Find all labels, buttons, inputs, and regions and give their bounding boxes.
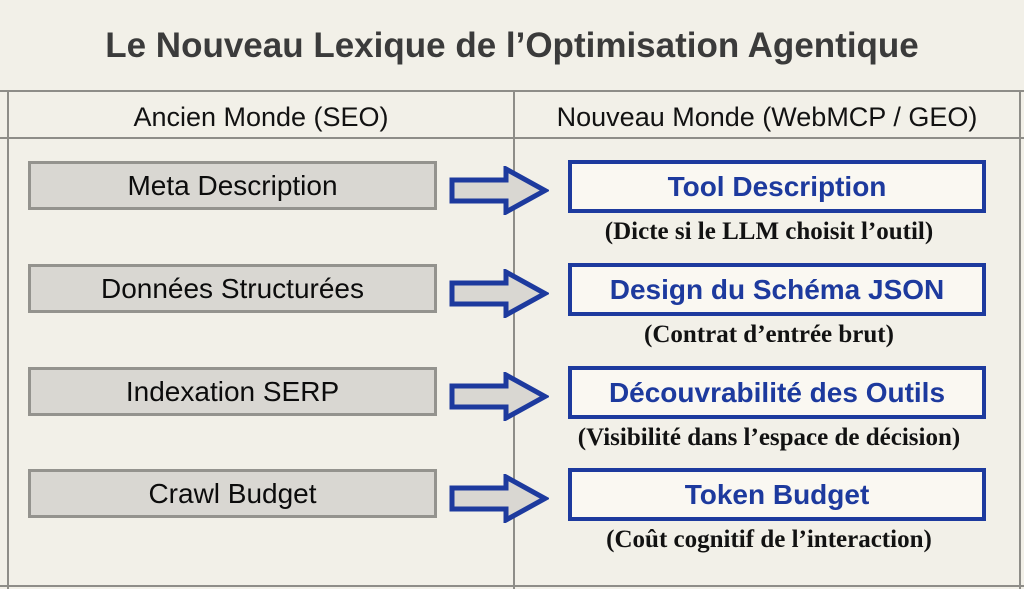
term-caption: (Dicte si le LLM choisit l’outil) <box>604 218 934 245</box>
term-caption: (Visibilité dans l’espace de décision) <box>577 424 961 451</box>
new-term-box: Design du Schéma JSON <box>568 263 986 316</box>
mapping-row: Données Structurées Design du Schéma JSO… <box>0 263 1024 383</box>
term-caption: (Contrat d’entrée brut) <box>644 321 894 348</box>
header-separator-line <box>0 137 1024 139</box>
page-title: Le Nouveau Lexique de l’Optimisation Age… <box>105 26 919 65</box>
old-term-box: Indexation SERP <box>28 367 437 416</box>
right-arrow-icon <box>449 372 549 421</box>
mapping-row: Crawl Budget Token Budget (Coût cognitif… <box>0 468 1024 588</box>
new-term-box: Tool Description <box>568 160 986 213</box>
column-header-old: Ancien Monde (SEO) <box>133 101 389 132</box>
term-caption: (Coût cognitif de l’interaction) <box>606 526 932 553</box>
right-arrow-icon <box>449 166 549 215</box>
old-term-box: Meta Description <box>28 161 437 210</box>
old-term-box: Données Structurées <box>28 264 437 313</box>
column-header-new: Nouveau Monde (WebMCP / GEO) <box>556 101 978 132</box>
table-left-border <box>7 90 9 589</box>
right-arrow-icon <box>449 474 549 523</box>
old-term-box: Crawl Budget <box>28 469 437 518</box>
new-term-box: Découvrabilité des Outils <box>568 366 986 419</box>
mapping-row: Meta Description Tool Description (Dicte… <box>0 160 1024 280</box>
mapping-row: Indexation SERP Découvrabilité des Outil… <box>0 366 1024 486</box>
column-divider <box>513 90 515 589</box>
new-term-box: Token Budget <box>568 468 986 521</box>
table-top-line <box>0 90 1024 92</box>
table-bottom-line <box>0 585 1024 587</box>
right-arrow-icon <box>449 269 549 318</box>
table-right-border <box>1019 90 1021 589</box>
